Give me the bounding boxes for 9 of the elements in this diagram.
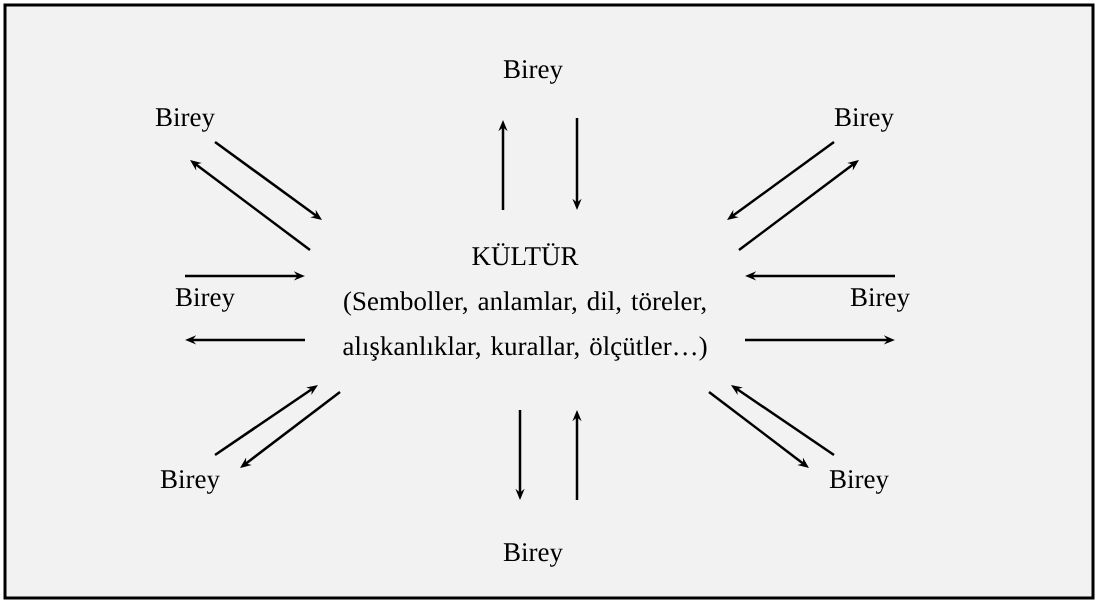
individual-label: Birey bbox=[834, 108, 894, 132]
individual-label: Birey bbox=[829, 470, 889, 494]
individual-label: Birey bbox=[850, 288, 910, 312]
individual-label: Birey bbox=[503, 60, 563, 84]
individual-label: Birey bbox=[160, 470, 220, 494]
individual-label: Birey bbox=[175, 288, 235, 312]
culture-text: KÜLTÜR (Semboller, anlamlar, dil, töreler, alışkanlıklar, kurallar, ölçütler…) bbox=[343, 243, 707, 361]
individual-label: Birey bbox=[503, 543, 563, 567]
individual-label: Birey bbox=[155, 108, 215, 132]
